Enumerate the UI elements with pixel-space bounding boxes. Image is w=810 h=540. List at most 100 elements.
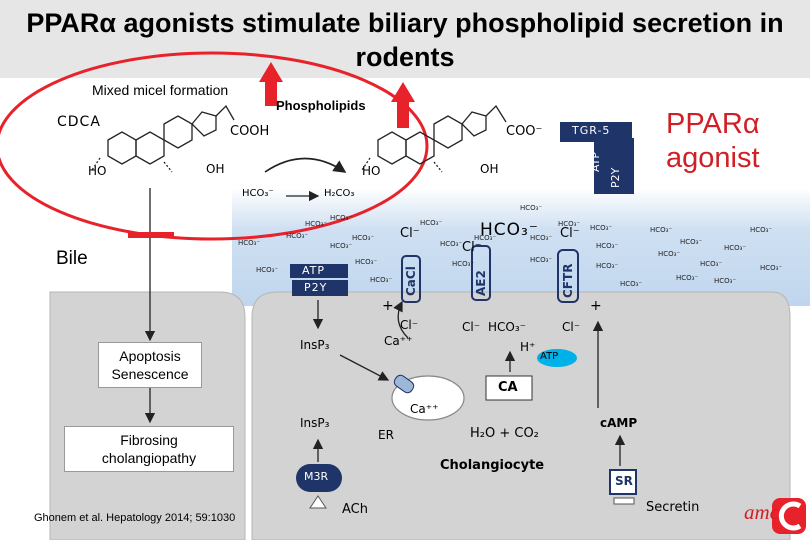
atp-badge-label: ATP <box>540 351 559 362</box>
fibrosing-label: Fibrosing <box>120 432 178 448</box>
ca-enzyme-box <box>485 375 533 401</box>
hco3-reactant-label: HCO₃⁻ <box>242 188 274 199</box>
svg-text:HCO₃⁻: HCO₃⁻ <box>530 234 552 242</box>
cl-cell-1: Cl⁻ <box>400 318 419 332</box>
cl-lumen-2: Cl⁻ <box>462 240 482 255</box>
phospholipids-label: Phospholipids <box>276 98 366 113</box>
svg-text:HCO₃⁻: HCO₃⁻ <box>714 277 736 285</box>
svg-text:HCO₃⁻: HCO₃⁻ <box>330 214 352 222</box>
p2y-label: P2Y <box>304 281 328 294</box>
cacl-label: CaCl <box>404 266 418 296</box>
ae2-channel <box>471 245 491 301</box>
conjugation-arrow <box>264 157 347 173</box>
svg-text:HCO₃⁻: HCO₃⁻ <box>658 250 680 258</box>
er-label: ER <box>378 428 394 442</box>
sr-receptor <box>609 469 637 495</box>
atp-hydrolysis-badge <box>537 349 577 367</box>
insp3-upper-label: InsP₃ <box>300 338 330 352</box>
ae2-label: AE2 <box>474 270 488 296</box>
svg-text:HCO₃⁻: HCO₃⁻ <box>420 219 442 227</box>
svg-text:HCO₃⁻: HCO₃⁻ <box>370 276 392 284</box>
svg-text:HCO₃⁻: HCO₃⁻ <box>520 204 542 212</box>
pl-oh-label: OH <box>480 162 499 176</box>
svg-text:HCO₃⁻: HCO₃⁻ <box>650 226 672 234</box>
ppar-agonist-line2: agonist <box>666 142 760 174</box>
phospholipid-structure <box>361 104 507 173</box>
secretin-label: Secretin <box>646 500 700 515</box>
svg-text:HCO₃⁻: HCO₃⁻ <box>596 242 618 250</box>
p2y-receptor <box>290 264 348 296</box>
svg-text:HCO₃⁻: HCO₃⁻ <box>440 240 462 248</box>
h2co3-label: H₂CO₃ <box>324 188 355 199</box>
p2y-atp-label: ATP <box>302 264 326 277</box>
senescence-label: Senescence <box>111 366 189 382</box>
cacl-channel <box>401 255 421 303</box>
bile-label: Bile <box>56 248 88 269</box>
cholangiocyte-label: Cholangiocyte <box>440 458 545 473</box>
svg-text:HCO₃⁻: HCO₃⁻ <box>724 244 746 252</box>
cftr-label: CFTR <box>561 263 575 298</box>
pl-ho-label: HO <box>362 164 381 178</box>
svg-text:HCO₃⁻: HCO₃⁻ <box>530 256 552 264</box>
plus-cacl: + <box>382 298 394 314</box>
cl-cell-3: Cl⁻ <box>562 320 581 334</box>
tgr5-receptor <box>560 122 634 194</box>
camp-label: cAMP <box>600 416 638 430</box>
svg-text:HCO₃⁻: HCO₃⁻ <box>352 234 374 242</box>
hco3-secreted-label: HCO₃⁻ <box>480 220 539 240</box>
ca-enzyme-label: CA <box>498 380 518 395</box>
svg-text:HCO₃⁻: HCO₃⁻ <box>590 224 612 232</box>
svg-text:HCO₃⁻: HCO₃⁻ <box>330 242 352 250</box>
insp3-to-er-arrow <box>339 354 390 381</box>
mixed-micel-label: Mixed micel formation <box>92 82 229 98</box>
ca-to-cacl-arrow <box>393 300 409 339</box>
svg-text:HCO₃⁻: HCO₃⁻ <box>355 258 377 266</box>
apoptosis-label: Apoptosis <box>119 348 181 364</box>
ppar-agonist-line1: PPARα <box>666 108 760 140</box>
cl-cell-2: Cl⁻ <box>462 320 481 334</box>
sr-label: SR <box>615 474 633 488</box>
insp3-lower-label: InsP₃ <box>300 416 330 430</box>
svg-text:HCO₃⁻: HCO₃⁻ <box>750 226 772 234</box>
er-channel <box>393 374 415 394</box>
ca-er-label: Ca⁺⁺ <box>410 402 439 416</box>
cholangiopathy-label: cholangiopathy <box>101 450 197 466</box>
h-plus-label: H⁺ <box>520 340 536 354</box>
amc-logo-text: amc <box>744 500 779 524</box>
secretin-ligand <box>613 497 635 505</box>
tgr5-atp-label: ATP <box>589 151 602 172</box>
cholangiocyte-main <box>251 291 791 540</box>
cdca-oh-label: OH <box>206 162 225 176</box>
fibrosing-box: Fibrosing cholangiopathy <box>64 426 234 472</box>
svg-text:HCO₃⁻: HCO₃⁻ <box>305 220 327 228</box>
svg-text:HCO₃⁻: HCO₃⁻ <box>620 280 642 288</box>
hco3-cell-label: HCO₃⁻ <box>488 320 526 334</box>
bicarbonate-ions: HCO₃⁻HCO₃⁻HCO₃⁻ HCO₃⁻HCO₃⁻HCO₃⁻ HCO₃⁻HCO… <box>238 204 782 288</box>
cl-lumen-3: Cl⁻ <box>560 226 580 241</box>
svg-text:HCO₃⁻: HCO₃⁻ <box>452 260 474 268</box>
ach-label: ACh <box>342 502 368 517</box>
svg-text:HCO₃⁻: HCO₃⁻ <box>676 274 698 282</box>
h2o-co2-label: H₂O + CO₂ <box>470 426 539 441</box>
up-arrow-phospholipids <box>391 82 415 128</box>
svg-text:HCO₃⁻: HCO₃⁻ <box>558 220 580 228</box>
tgr5-p2y-label: P2Y <box>609 167 622 188</box>
cooh-label: COOH <box>230 124 270 139</box>
citation: Ghonem et al. Hepatology 2014; 59:1030 <box>34 512 236 524</box>
svg-text:HCO₃⁻: HCO₃⁻ <box>286 232 308 240</box>
svg-text:HCO₃⁻: HCO₃⁻ <box>680 238 702 246</box>
up-arrow-mixed-micel <box>259 62 283 106</box>
slide-title: PPARα agonists stimulate biliary phospho… <box>26 8 784 72</box>
coo-minus-label: COO⁻ <box>506 124 543 139</box>
svg-text:HCO₃⁻: HCO₃⁻ <box>760 264 782 272</box>
tgr5-label: TGR-5 <box>572 124 611 137</box>
svg-text:HCO₃⁻: HCO₃⁻ <box>238 239 260 247</box>
cftr-channel <box>557 249 579 303</box>
plus-cftr: + <box>590 298 602 314</box>
cholangiocyte-left <box>49 291 246 540</box>
micelle-highlight-ellipse <box>0 51 429 241</box>
svg-text:HCO₃⁻: HCO₃⁻ <box>474 234 496 242</box>
amc-logo-mark <box>772 498 806 534</box>
cdca-structure <box>91 104 235 173</box>
